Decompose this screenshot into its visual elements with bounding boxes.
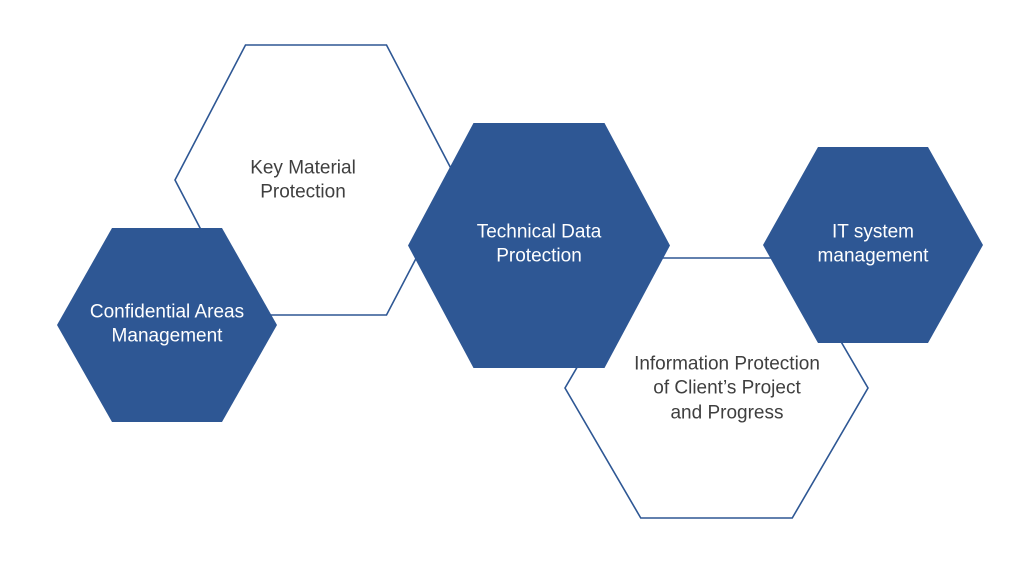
hexagon-it-system-management (763, 147, 983, 343)
hexagon-confidential-areas-management (57, 228, 277, 422)
hexagon-technical-data-protection (408, 123, 670, 368)
